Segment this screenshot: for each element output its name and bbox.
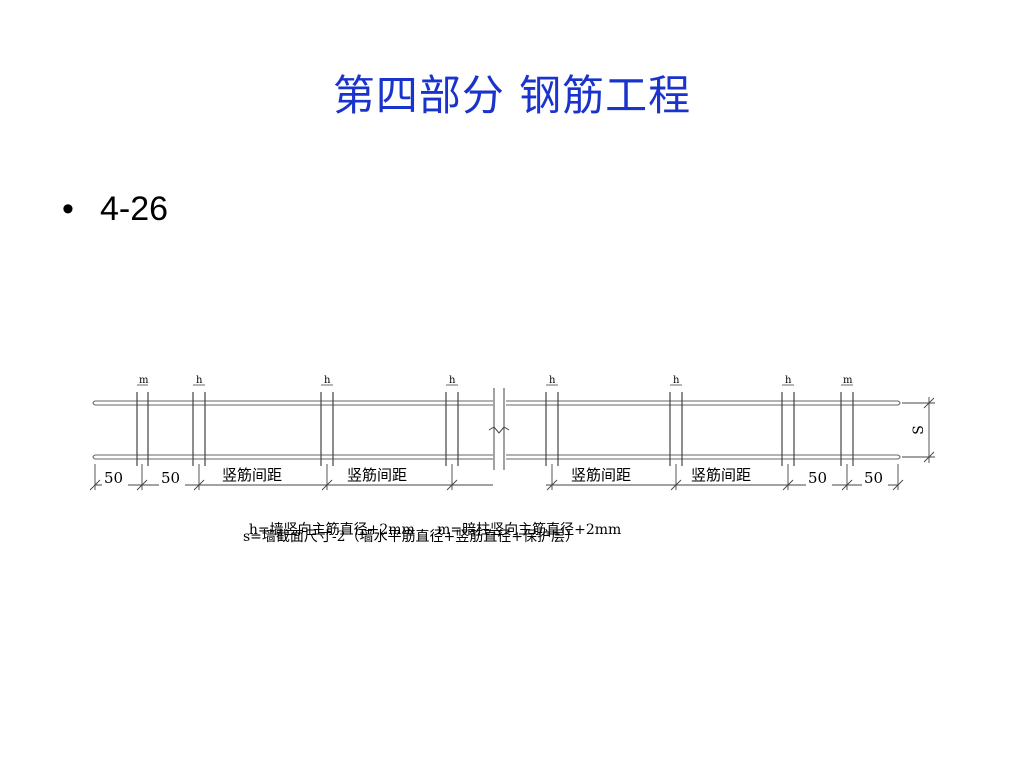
formula-h: h=墙竖向主筋直径+2mm [248,522,415,538]
dim-label-spacing-2: 竖筋间距 [347,466,407,484]
dim-label-50-3: 50 [808,469,827,487]
dim-label-50-2: 50 [161,469,180,487]
bottom-dimension-line [89,464,904,491]
bullet-dot: • [62,190,74,228]
formula-line-2: s=墙截面尺寸-2（墙水平筋直径+竖筋直径+保护层） [243,529,580,545]
dim-label-spacing-4: 竖筋间距 [691,466,751,484]
dim-label-50-1: 50 [104,469,123,487]
horizontal-rebars [92,400,901,460]
vertical-bar-pairs [136,392,854,466]
bar-label-h-2: h [324,375,331,386]
bar-label-h-5: h [673,375,680,386]
dimension-labels [102,464,888,486]
bar-label-h-6: h [785,375,792,386]
bullet-item: • 4-26 [62,190,168,229]
bullet-text: 4-26 [100,190,169,228]
formula-m: m=暗柱竖向主筋直径+2mm [437,522,622,538]
dim-label-spacing-1: 竖筋间距 [222,466,282,484]
side-dimension [902,397,935,463]
bar-label-h-3: h [449,375,456,386]
formula-line-1: h=墙竖向主筋直径+2mm m=暗柱竖向主筋直径+2mm [240,503,621,539]
bar-label-m-2: m [843,375,853,386]
slide-title: 第四部分 钢筋工程 [332,71,692,120]
side-label-s: S [911,425,927,435]
bar-label-h-1: h [196,375,203,386]
bar-label-h-4: h [549,375,556,386]
bar-label-m-1: m [139,375,149,386]
dim-label-spacing-3: 竖筋间距 [571,466,631,484]
break-symbol [488,388,510,470]
dim-label-50-4: 50 [864,469,883,487]
